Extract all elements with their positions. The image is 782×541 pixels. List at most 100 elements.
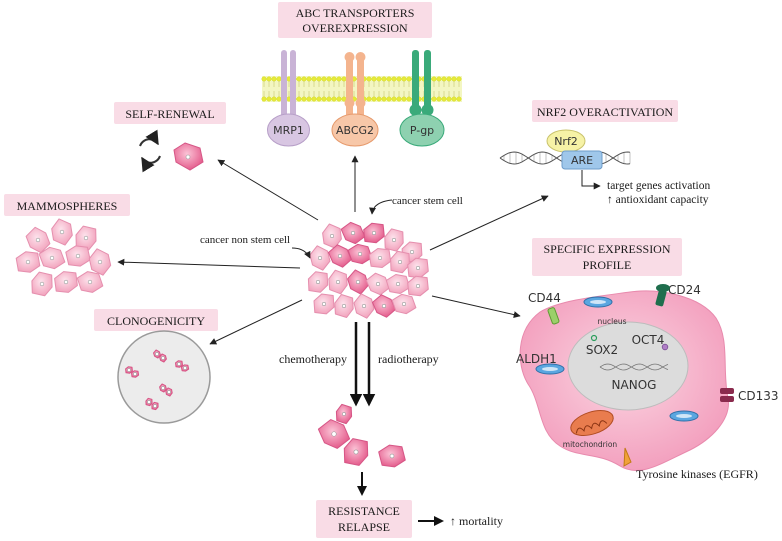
stem-cell xyxy=(363,222,385,244)
cd24-label: CD24 xyxy=(668,283,701,297)
stem-cell xyxy=(347,269,369,295)
are-label: ARE xyxy=(571,154,593,167)
tyrosine-kinases-label: Tyrosine kinases (EGFR) xyxy=(636,467,758,481)
arrow-to-clonogenicity xyxy=(209,299,303,345)
resistant-cell xyxy=(378,444,406,468)
self-renewal-cell xyxy=(173,142,204,171)
arrow-to-profile xyxy=(431,295,521,319)
arrow-to-self-renewal xyxy=(217,159,319,221)
non-stem-cell xyxy=(407,275,429,297)
resistant-cell xyxy=(335,403,353,425)
nanog-label: NANOG xyxy=(612,378,657,392)
non-stem-cell xyxy=(353,293,375,319)
colony-cell xyxy=(159,383,167,393)
non-stem-cell xyxy=(313,293,335,315)
chemotherapy-label: chemotherapy xyxy=(279,352,347,366)
non-stem-cell xyxy=(322,223,342,249)
mitochondrion-label: mitochondrion xyxy=(563,440,618,449)
clonogenicity-label: CLONOGENICITY xyxy=(107,314,205,328)
non-stem-cell xyxy=(365,272,391,296)
self-renewal-panel: SELF-RENEWAL xyxy=(114,102,226,173)
colonies xyxy=(125,349,190,411)
nrf2-title-box xyxy=(532,100,678,122)
colony-cell xyxy=(153,349,161,359)
resistant-cell xyxy=(317,419,351,449)
mammosphere-cell xyxy=(65,245,91,267)
colony-cell xyxy=(165,387,173,397)
non-stem-cell xyxy=(390,250,410,274)
mammosphere-cell xyxy=(76,271,104,293)
colony-cell xyxy=(151,401,159,411)
expression-profile-panel: SPECIFIC EXPRESSION PROFILE nucleus SOX2… xyxy=(516,238,779,481)
abc-title-box xyxy=(278,2,432,38)
cancer-non-stem-cell-label: cancer non stem cell xyxy=(200,234,290,246)
abcg2-label: ABCG2 xyxy=(336,124,374,137)
target-genes-label: target genes activation xyxy=(607,180,710,192)
cd44-receptor-icon xyxy=(547,307,560,325)
mammosphere-cell xyxy=(31,271,53,297)
nrf2-panel: NRF2 OVERACTIVATION Nrf2 ARE target gene… xyxy=(499,100,710,206)
clonogenicity-box xyxy=(94,309,218,331)
mitochondrion-icon xyxy=(570,410,614,436)
egfr-receptor-icon xyxy=(623,447,632,467)
mortality-label: ↑ mortality xyxy=(450,514,503,528)
resistant-cells xyxy=(317,403,406,468)
outcome-panel: RESISTANCE RELAPSE ↑ mortality xyxy=(316,500,503,538)
resistance-relapse-box xyxy=(316,500,412,538)
mammosphere-cell xyxy=(75,225,97,251)
sox2-label: SOX2 xyxy=(586,343,618,357)
mrp1-transporter: MRP1 xyxy=(267,50,310,147)
radiotherapy-label: radiotherapy xyxy=(378,352,439,366)
mammosphere-cell xyxy=(88,248,112,276)
oct4-label: OCT4 xyxy=(632,333,665,347)
mammosphere-cell xyxy=(54,271,78,293)
resistant-cell xyxy=(343,438,369,466)
mammosphere-cell xyxy=(15,251,41,273)
nucleus xyxy=(567,321,689,411)
nuclear-dna xyxy=(599,363,669,371)
self-renewal-box xyxy=(114,102,226,124)
colony-cell xyxy=(125,366,133,374)
stem-pointer-arrow xyxy=(369,199,393,215)
non-stem-cell xyxy=(384,228,404,252)
mammospheres-panel: MAMMOSPHERES xyxy=(4,194,130,297)
cd24-receptor-icon xyxy=(655,284,670,307)
abc-title-line1: ABC TRANSPORTERS xyxy=(296,6,415,20)
tumor-cell-cluster: cancer stem cell cancer non stem cell xyxy=(200,195,463,319)
stem-cell xyxy=(340,221,366,245)
aldh1-label: ALDH1 xyxy=(516,352,557,366)
pgp-label: P-gp xyxy=(410,124,434,137)
treatment-arrows: chemotherapy radiotherapy xyxy=(279,322,439,407)
non-stem-cell xyxy=(368,248,392,268)
clonogenicity-panel: CLONOGENICITY xyxy=(94,309,218,424)
colony-cell xyxy=(175,360,183,368)
pgp-transporter: P-gp xyxy=(399,50,445,147)
self-renewal-label: SELF-RENEWAL xyxy=(125,107,214,121)
mammosphere-cell xyxy=(38,246,66,270)
nonstem-pointer-arrow xyxy=(291,247,311,259)
nrf2-protein-label: Nrf2 xyxy=(554,135,578,148)
cd133-receptor-icon xyxy=(720,388,734,402)
abc-title-line2: OVEREXPRESSION xyxy=(302,21,408,35)
nucleus-label: nucleus xyxy=(598,317,627,326)
colony-cell xyxy=(145,397,153,407)
profile-title-line2: PROFILE xyxy=(583,258,632,272)
non-stem-cell xyxy=(309,245,331,271)
stem-cell xyxy=(328,244,352,268)
colony-cell xyxy=(180,364,190,372)
outward-arrows xyxy=(117,155,549,345)
mammosphere-cluster xyxy=(15,218,112,297)
petri-dish xyxy=(117,330,211,424)
colony-cell xyxy=(159,353,167,363)
stem-cell xyxy=(347,243,373,265)
cancer-stem-cell-label: cancer stem cell xyxy=(392,195,463,207)
abc-transporters-panel: ABC TRANSPORTERS OVEREXPRESSION MRP1 ABC… xyxy=(261,2,462,147)
relapse-label: RELAPSE xyxy=(338,520,390,534)
non-stem-cell xyxy=(385,274,411,294)
cd133-label: CD133 xyxy=(738,389,779,403)
profile-title-line1: SPECIFIC EXPRESSION xyxy=(543,242,670,256)
mammospheres-label: MAMMOSPHERES xyxy=(17,199,118,213)
circular-arrows-icon xyxy=(139,129,161,173)
profile-title-box xyxy=(532,238,682,276)
